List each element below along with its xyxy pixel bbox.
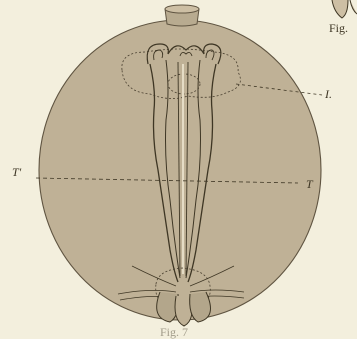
label-t: T [306,178,313,190]
caption-fig-top-right: Fig. [329,22,348,34]
label-l: I. [325,88,332,100]
label-t-prime: T' [12,166,21,178]
corner-figure-sketch [332,0,357,18]
caption-fig-bottom: Fig. 7 [160,326,188,338]
neck-rim [165,5,199,13]
specimen-plate [0,0,357,332]
